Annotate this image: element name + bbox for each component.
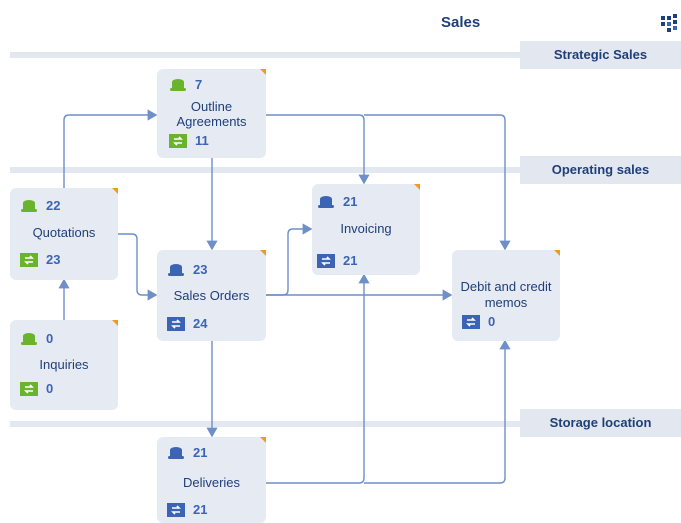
database-icon [168, 446, 184, 459]
node-outline-agreements[interactable]: 7 Outline Agreements 11 [157, 69, 266, 158]
debit-credit-label-2: memos [484, 295, 528, 310]
section-band-storage [10, 421, 681, 427]
node-inquiries[interactable]: 0 Inquiries 0 [10, 320, 118, 410]
inquiries-top-value: 0 [46, 331, 54, 346]
deliveries-label: Deliveries [182, 475, 241, 490]
outline-label-2: Agreements [176, 114, 247, 129]
quotations-bottom-value: 23 [46, 252, 61, 267]
cycle-icon [317, 253, 335, 268]
cycle-icon [20, 381, 38, 396]
sales-orders-label: Sales Orders [173, 288, 250, 303]
flag-marker [260, 69, 266, 75]
debit-credit-label-1: Debit and credit [460, 279, 552, 294]
cycle-icon [167, 502, 185, 517]
cycle-icon [20, 252, 38, 267]
section-band-operating [10, 167, 681, 173]
flag-marker [112, 188, 118, 194]
deliveries-top-value: 21 [193, 445, 208, 460]
flag-marker [414, 184, 420, 190]
node-invoicing[interactable]: 21 Invoicing 21 [312, 184, 420, 275]
flag-marker [554, 250, 560, 256]
deliveries-bottom-value: 21 [193, 502, 208, 517]
cycle-icon [167, 316, 185, 331]
section-label-operating: Operating sales [520, 156, 681, 184]
outline-label-1: Outline [190, 99, 233, 114]
section-label-strategic: Strategic Sales [520, 41, 681, 69]
database-icon [168, 263, 184, 276]
cycle-icon [462, 314, 480, 329]
inquiries-label: Inquiries [39, 357, 89, 372]
sales-orders-top-value: 23 [193, 262, 208, 277]
flag-marker [112, 320, 118, 326]
database-icon [21, 199, 37, 212]
node-debit-credit-memos[interactable]: Debit and credit memos 0 [452, 250, 560, 341]
outline-bottom-value: 11 [195, 133, 209, 148]
page-title: Sales [441, 14, 481, 31]
debit-credit-bottom-value: 0 [488, 314, 496, 329]
node-sales-orders[interactable]: 23 Sales Orders 24 [157, 250, 266, 341]
invoicing-label: Invoicing [340, 221, 392, 236]
flag-marker [260, 250, 266, 256]
cycle-icon [169, 133, 187, 148]
inquiries-bottom-value: 0 [46, 381, 54, 396]
node-deliveries[interactable]: 21 Deliveries 21 [157, 437, 266, 523]
database-icon [170, 78, 186, 91]
database-icon [21, 332, 37, 345]
quotations-top-value: 22 [46, 198, 61, 213]
section-band-strategic [10, 52, 681, 58]
node-quotations[interactable]: 22 Quotations 23 [10, 188, 118, 280]
database-icon [318, 195, 334, 208]
invoicing-bottom-value: 21 [343, 253, 358, 268]
section-label-storage: Storage location [520, 409, 681, 437]
outline-top-value: 7 [195, 77, 203, 92]
quotations-label: Quotations [32, 225, 96, 240]
invoicing-top-value: 21 [343, 194, 358, 209]
sales-orders-bottom-value: 24 [193, 316, 208, 331]
tile-grid-icon[interactable] [659, 14, 681, 32]
flag-marker [260, 437, 266, 443]
